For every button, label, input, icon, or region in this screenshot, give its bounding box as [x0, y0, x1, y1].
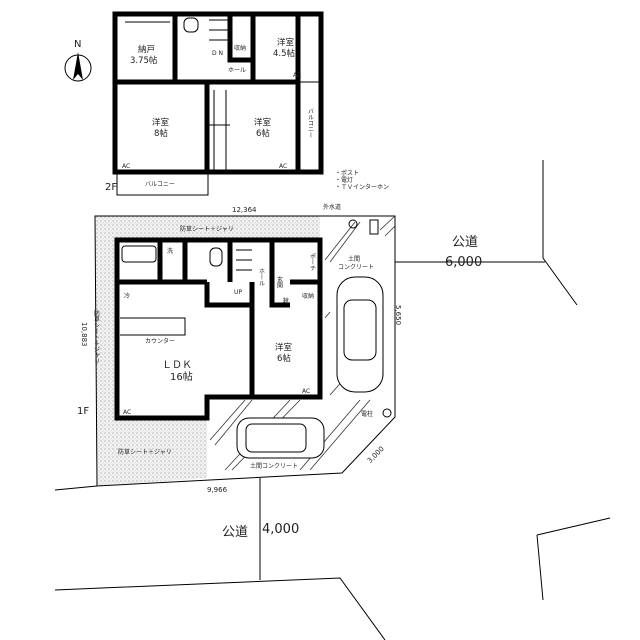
plan-label: ＬＤＫ [162, 360, 192, 371]
plan-label: 玄関 [276, 275, 283, 289]
road-bottom-label: 公道 [222, 525, 248, 540]
floor-1-site: 1F ＬＤＫ 16帖 洋室 6帖 カウンター 玄関 ポーチ ホール UP 収納 … [77, 169, 396, 487]
plan-label: 土間 [348, 255, 360, 263]
building-1f [114, 237, 323, 421]
dimension-corner: 3,000 [366, 445, 386, 465]
plan-label: ポーチ [309, 253, 316, 271]
plan-label: バルコニー [145, 181, 175, 188]
floor-1-label: 1F [77, 406, 89, 417]
road-bottom-width: 4,000 [262, 522, 299, 537]
plan-label: UP [234, 289, 242, 296]
floor-2-label: 2F [105, 182, 117, 193]
plan-label: AC [279, 163, 287, 170]
water-tap-icon [348, 219, 358, 229]
plan-label: ・ポスト [335, 169, 359, 177]
plan-label: 3.75帖 [130, 55, 158, 66]
plan-label: 防草シート＋ジャリ [93, 309, 100, 364]
bathtub-icon [121, 245, 157, 263]
plan-label: 6帖 [256, 128, 270, 139]
plan-label: 土間コンクリート [250, 462, 298, 470]
post-icon [369, 219, 379, 235]
plan-label: 洋室 [275, 342, 293, 353]
road-right-label: 公道 [452, 235, 478, 250]
plan-label: 冷 [124, 292, 130, 300]
plan-label: 洋室 [152, 117, 170, 128]
plan-label: ホール [258, 268, 265, 286]
plan-label: ・電灯 [335, 176, 353, 184]
plan-label: AC [123, 409, 131, 416]
plan-label: 4.5帖 [273, 48, 296, 59]
plan-label: バルコニー [307, 108, 314, 138]
road-lines [54, 160, 611, 640]
plan-label: 靴 [283, 297, 289, 305]
plan-label: AC [302, 388, 310, 395]
plan-label: カウンター [145, 337, 175, 345]
dimension-left: 10,883 [80, 322, 88, 347]
plan-label: 外水道 [323, 203, 341, 211]
plan-label: 防草シート＋ジャリ [118, 448, 172, 456]
dimension-top: 12,364 [232, 206, 257, 214]
utility-pole-icon [382, 408, 392, 418]
plan-label: コンクリート [338, 264, 374, 271]
toilet-icon [183, 17, 199, 33]
plan-label: 16帖 [170, 370, 193, 383]
plan-label: AC [122, 163, 130, 170]
floor-2-plan: 2F 納戸 3.75帖 洋室 4.5帖 ホール D N 収納 洋室 8帖 洋室 … [105, 11, 324, 196]
car-icon [236, 417, 325, 459]
dimension-right: 5,650 [394, 305, 402, 325]
plan-label: ・ＴＶインターホン [335, 183, 389, 191]
plan-label: D N [212, 50, 223, 57]
plan-label: 洋室 [254, 117, 272, 128]
plan-label: 8帖 [154, 128, 168, 139]
plan-label: 6帖 [277, 353, 291, 364]
plan-label: 収納 [302, 292, 314, 300]
car-icon [336, 276, 384, 393]
north-label: N [74, 39, 81, 50]
plan-label: 洗 [167, 247, 173, 255]
plan-label: ホール [228, 67, 246, 74]
toilet-icon [209, 247, 223, 267]
plan-label: 収納 [234, 44, 246, 52]
dimension-bottom: 9,966 [207, 486, 228, 494]
plan-label: 納戸 [138, 44, 155, 55]
plan-label: 防草シート＋ジャリ [180, 225, 234, 233]
plan-label: AC [293, 72, 301, 79]
plan-label: 電柱 [361, 410, 373, 418]
north-arrow-icon: N [64, 39, 92, 82]
road-right-width: 6,000 [445, 255, 482, 270]
plan-label: 洋室 [277, 37, 295, 48]
